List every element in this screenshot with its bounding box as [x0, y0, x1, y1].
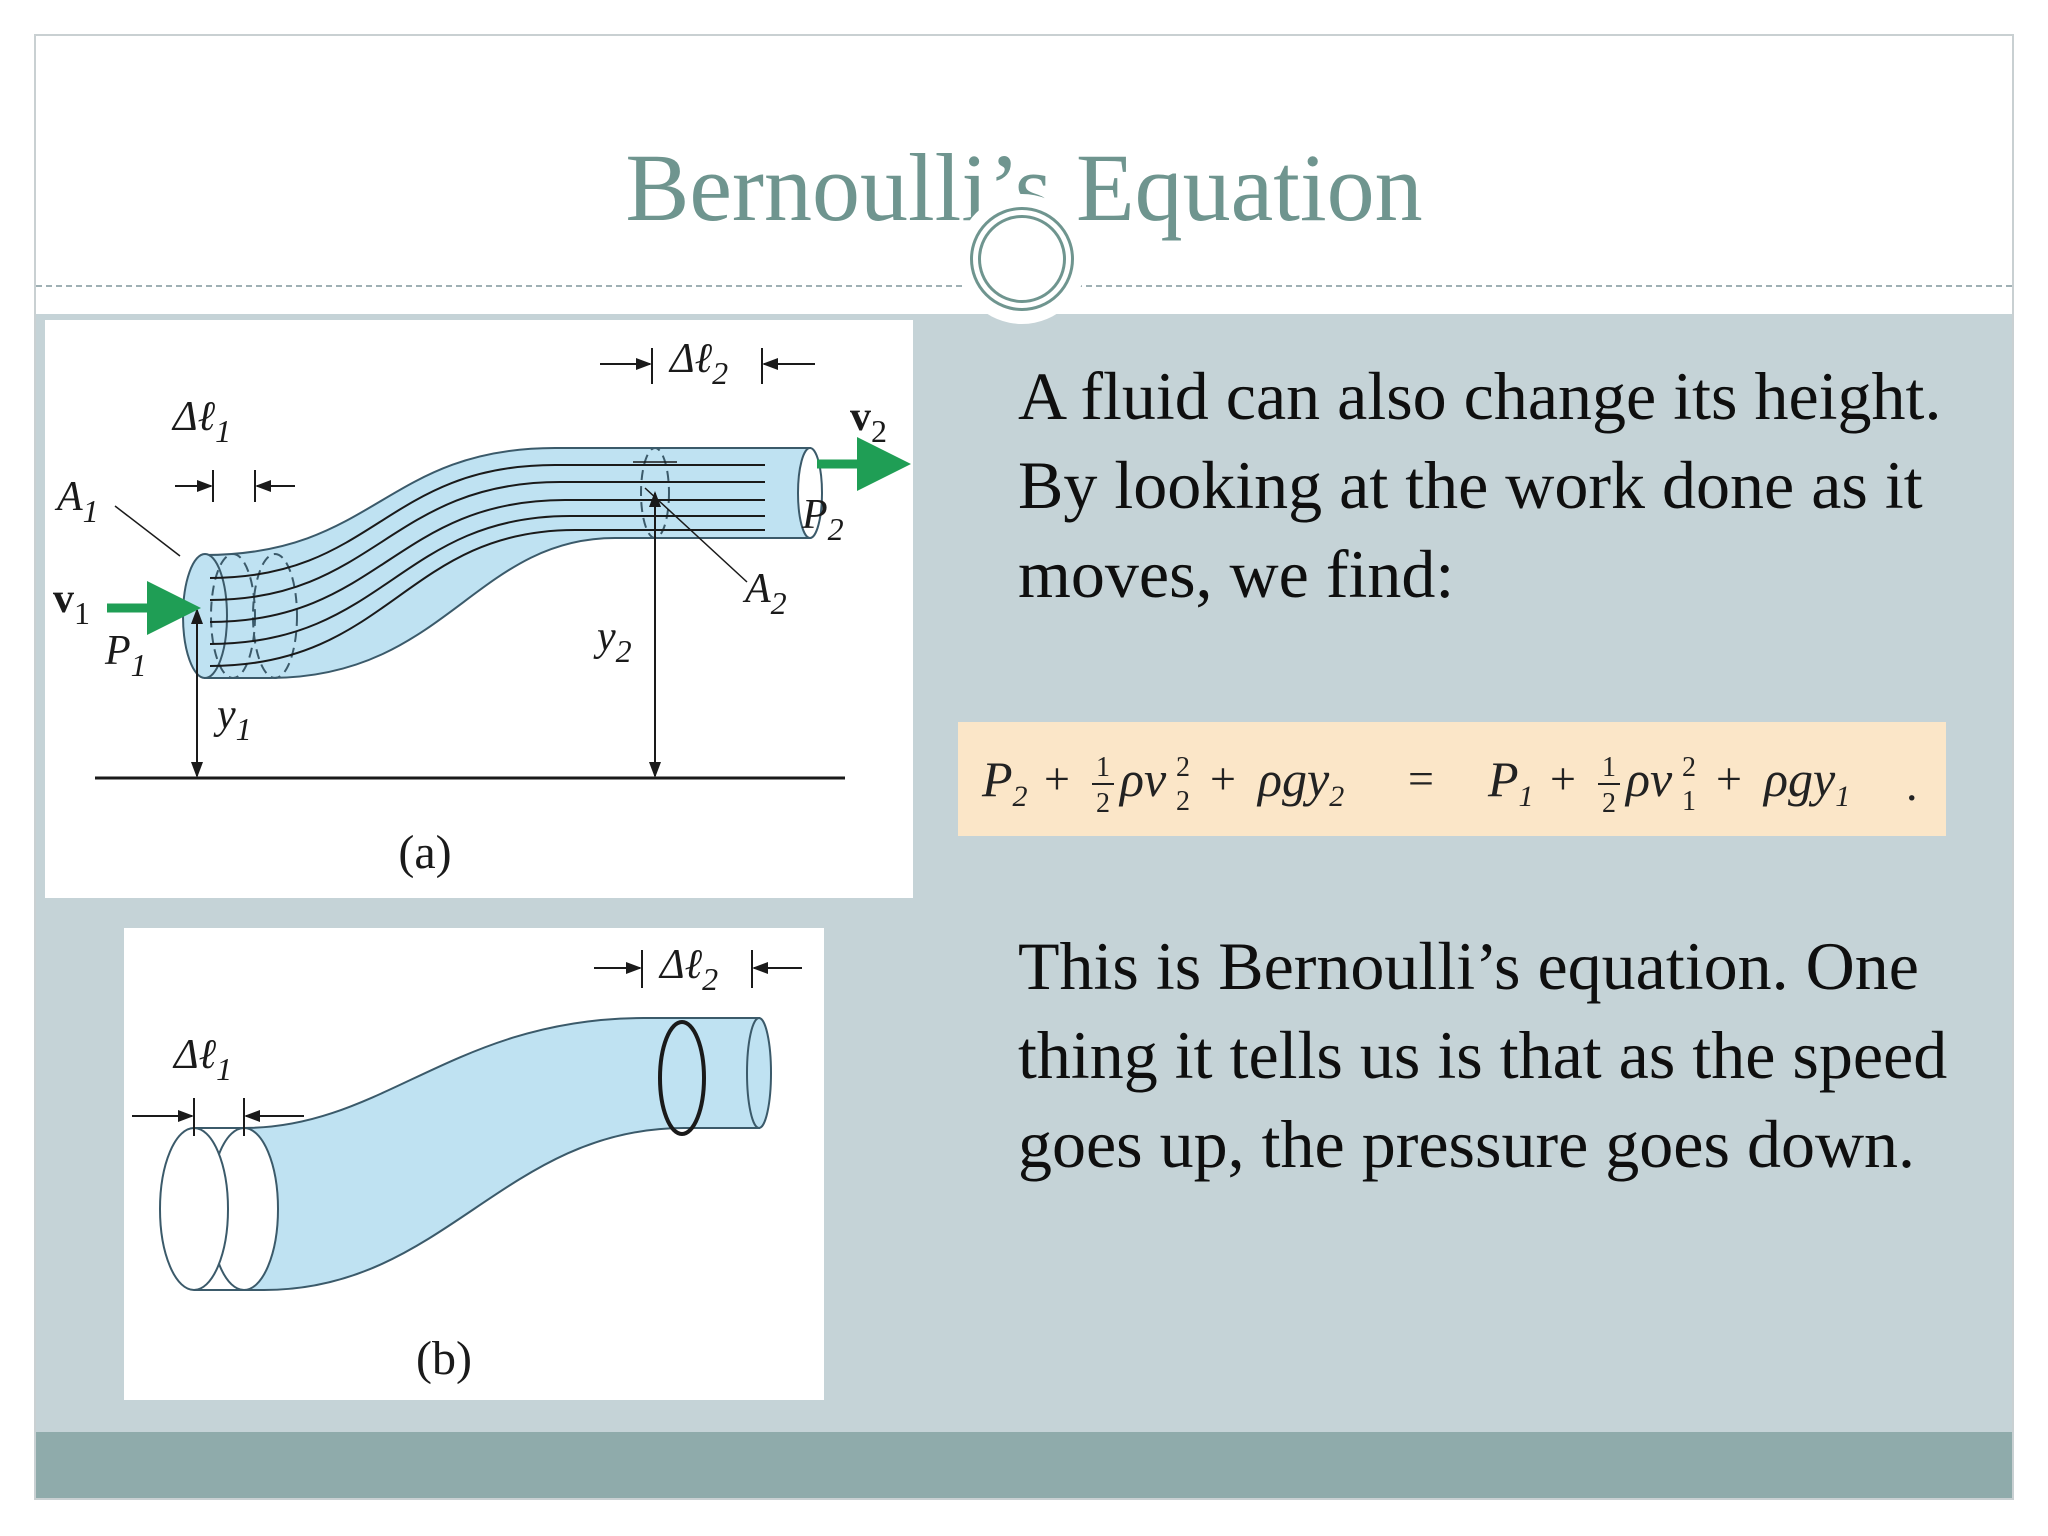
- eq-plus-3: +: [1550, 753, 1576, 804]
- equation-box: P2 + 1 2 ρv 2 2 + ρgy2 = P1 + 1 2 ρv 2 1…: [958, 722, 1946, 836]
- label-v1: v1: [53, 576, 90, 631]
- eq-v1-sup: 2: [1682, 752, 1696, 783]
- figure-b: Δℓ1 Δℓ2 (b): [124, 928, 824, 1400]
- eq-v2-sup: 2: [1176, 752, 1190, 783]
- slice-left-2: [252, 553, 298, 679]
- eq-rho-g-y2: ρgy2: [1256, 751, 1344, 813]
- label-b-delta-l1: Δℓ1: [172, 1032, 232, 1087]
- pipe-b-ring: [658, 1020, 706, 1136]
- ornament-inner-ring: [978, 215, 1066, 303]
- label-P1: P1: [104, 628, 147, 683]
- caption-b: (b): [416, 1332, 472, 1385]
- label-A1: A1: [54, 474, 99, 529]
- eq-rho-v2: ρv: [1118, 751, 1167, 807]
- label-b-delta-l2: Δℓ2: [658, 942, 718, 997]
- label-v2: v2: [850, 394, 887, 449]
- eq-plus-1: +: [1044, 753, 1070, 804]
- eq-equals: =: [1408, 753, 1434, 804]
- ornament-outer-ring: [970, 207, 1074, 311]
- eq-P1: P1: [1487, 751, 1534, 813]
- label-y2: y2: [593, 614, 632, 669]
- pipe-opening-left: [182, 553, 228, 679]
- label-delta-l2: Δℓ2: [668, 336, 728, 391]
- figure-b-diagram: Δℓ1 Δℓ2 (b): [132, 942, 802, 1385]
- eq-P2: P2: [981, 751, 1028, 813]
- eq-plus-4: +: [1716, 753, 1742, 804]
- bernoulli-equation: P2 + 1 2 ρv 2 2 + ρgy2 = P1 + 1 2 ρv 2 1…: [981, 751, 1918, 819]
- streamlines: [209, 464, 765, 667]
- caption-a: (a): [398, 826, 451, 879]
- eq-v1-sub: 1: [1682, 786, 1696, 817]
- footer-bar: [36, 1432, 2012, 1498]
- eq-rho-g-y1: ρgy1: [1762, 751, 1850, 813]
- eq-plus-2: +: [1210, 753, 1236, 804]
- figure-a: Δℓ1 Δℓ2 A1 A2 v1 v2 P1 P2 y1 y2 (a): [45, 320, 913, 898]
- label-delta-l1: Δℓ1: [171, 394, 231, 449]
- pipe-b-right-end: [746, 1017, 772, 1129]
- slice-left-1: [210, 553, 256, 679]
- eq-period: .: [1906, 759, 1918, 810]
- eq-half-num-2: 1: [1602, 752, 1616, 783]
- label-P2: P2: [801, 492, 844, 547]
- label-y1: y1: [213, 692, 252, 747]
- eq-half-den-1: 2: [1096, 788, 1110, 819]
- paragraph-intro: A fluid can also change its height. By l…: [1018, 358, 1942, 612]
- pipe-b-body: [243, 1017, 760, 1291]
- circle-ornament: [957, 194, 1087, 324]
- eq-v2-sub: 2: [1176, 786, 1190, 817]
- eq-half-num-1: 1: [1096, 752, 1110, 783]
- pipe-b-left-front: [159, 1127, 229, 1291]
- label-A2: A2: [742, 566, 787, 621]
- figure-a-diagram: Δℓ1 Δℓ2 A1 A2 v1 v2 P1 P2 y1 y2 (a): [53, 336, 911, 879]
- eq-rho-v1: ρv: [1624, 751, 1673, 807]
- paragraph-conclusion: This is Bernoulli’s equation. One thing …: [1018, 928, 1948, 1182]
- pipe-cap-right: [797, 447, 823, 539]
- eq-half-den-2: 2: [1602, 788, 1616, 819]
